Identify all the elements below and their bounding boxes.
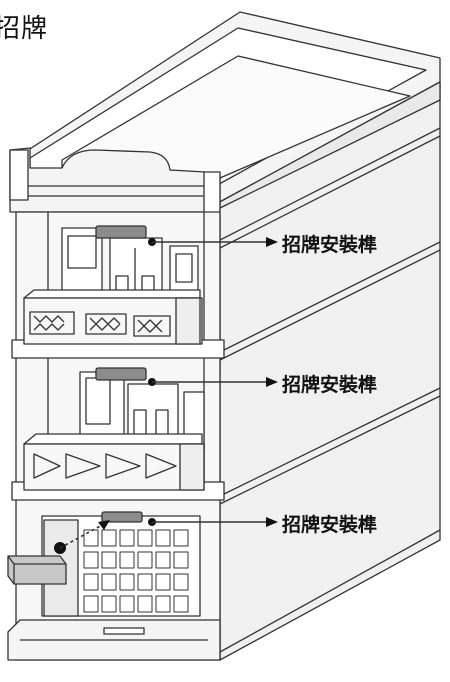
callout-label-2f: 招牌安裝榫 [282,374,378,396]
parapet [9,147,221,217]
callout-label-3f: 招牌安裝榫 [282,234,378,256]
page-title: 招牌 [0,14,49,44]
insertion-arrow [54,520,110,554]
third-floor-balcony [23,289,203,345]
second-floor-balcony [23,433,205,491]
sign-mount-tenon-3f [95,225,147,239]
callout-leaders [148,237,278,527]
second-floor-openings [79,371,205,457]
callout-label-1f: 招牌安裝榫 [282,514,378,536]
sign-mount-tenon-1f [101,511,143,523]
ground-floor [7,515,221,661]
sign-mount-tenon-2f [95,367,147,381]
signboard-part [7,555,67,585]
